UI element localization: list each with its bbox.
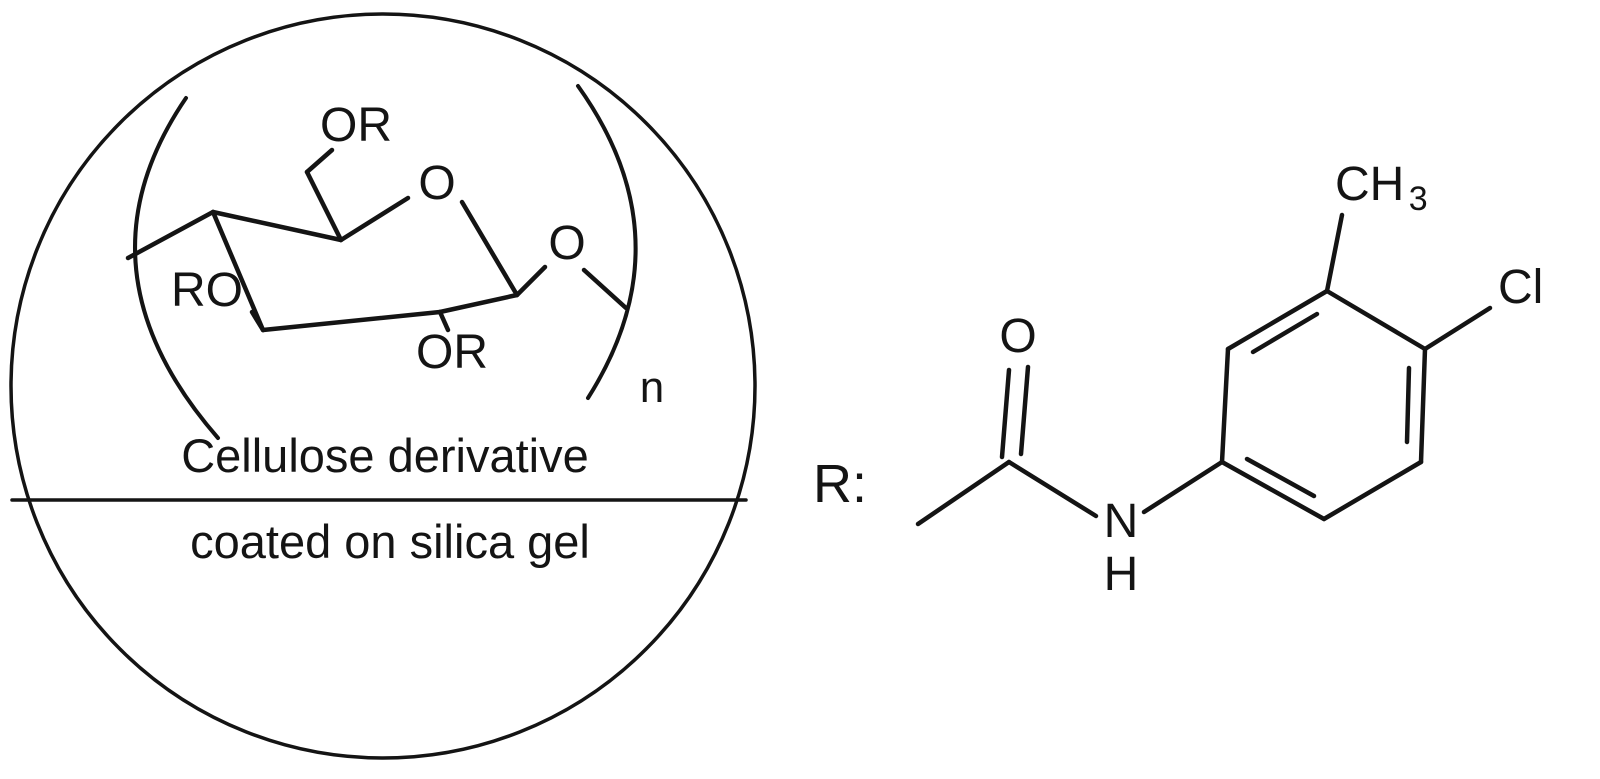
bond-c3-ro: [249, 309, 266, 333]
caption-coated-on-silica-gel: coated on silica gel: [190, 515, 590, 568]
label-methyl-ch: CH: [1335, 158, 1404, 211]
bond-c4-c5: [210, 209, 344, 243]
bond-carbonyl-double-1: [999, 367, 1012, 460]
label-chlorine: Cl: [1498, 261, 1543, 314]
label-amide-nitrogen: N: [1104, 495, 1139, 548]
label-glycosidic-oxygen: O: [548, 217, 585, 270]
bond-nitrogen-ipso: [1141, 459, 1225, 515]
benzene-ring: [1219, 288, 1428, 522]
label-or-bottom: OR: [416, 326, 488, 379]
bond-c1-glycosidic-oxygen: [514, 264, 548, 298]
ring-inner-double-3: [1244, 456, 1317, 499]
ring-edge-1: [1219, 346, 1231, 465]
bond-c3-c4: [210, 209, 266, 333]
label-amide-hydrogen: H: [1104, 548, 1139, 601]
r-group-bonds: [915, 212, 1493, 527]
ring-edge-5: [1321, 459, 1424, 522]
bond-attachment: [915, 459, 1012, 527]
ring-inner-double-1: [1250, 311, 1320, 355]
ring-edge-6: [1219, 459, 1327, 522]
bond-ring-oxygen-c1: [459, 199, 520, 298]
ring-edge-4: [1418, 346, 1428, 465]
bond-ring-chlorine: [1422, 305, 1493, 352]
bond-carbonyl-double-2: [1018, 364, 1031, 457]
label-carbonyl-oxygen: O: [999, 310, 1036, 363]
bond-carbonyl-nitrogen: [1006, 459, 1099, 519]
bond-c5-c6: [304, 169, 344, 243]
bond-c2-or-bottom: [437, 309, 451, 333]
bond-c2-c3: [260, 309, 443, 333]
cellulose-ring-bonds: [125, 147, 629, 333]
bond-chain-left: [125, 209, 216, 261]
ring-inner-double-2: [1404, 365, 1412, 445]
label-ring-oxygen: O: [418, 157, 455, 210]
right-parenthesis: [576, 84, 638, 400]
bond-c1-c2: [437, 292, 520, 315]
label-repeat-subscript-n: n: [640, 363, 664, 412]
label-methyl-subscript-3: 3: [1409, 180, 1428, 218]
particle-labels: OR O RO OR O n Cellulose derivative coat…: [171, 99, 664, 568]
r-group-labels: R: O N H CH 3 Cl: [813, 158, 1543, 601]
label-or-top: OR: [320, 99, 392, 152]
bond-c6-or-top: [304, 147, 335, 175]
label-r-colon: R:: [813, 454, 867, 514]
label-ro-left: RO: [171, 264, 243, 317]
bond-ring-methyl: [1324, 212, 1345, 294]
ring-edge-3: [1324, 288, 1428, 352]
caption-cellulose-derivative: Cellulose derivative: [181, 429, 589, 482]
left-parenthesis: [133, 96, 220, 440]
silica-gel-circle: [9, 12, 757, 760]
label-methyl-ch3: CH 3: [1335, 158, 1428, 218]
bond-glycosidic-chain-right: [581, 267, 629, 311]
ring-edge-2: [1225, 288, 1330, 352]
particle-group: [9, 12, 757, 760]
bond-c5-ring-oxygen: [338, 195, 411, 243]
